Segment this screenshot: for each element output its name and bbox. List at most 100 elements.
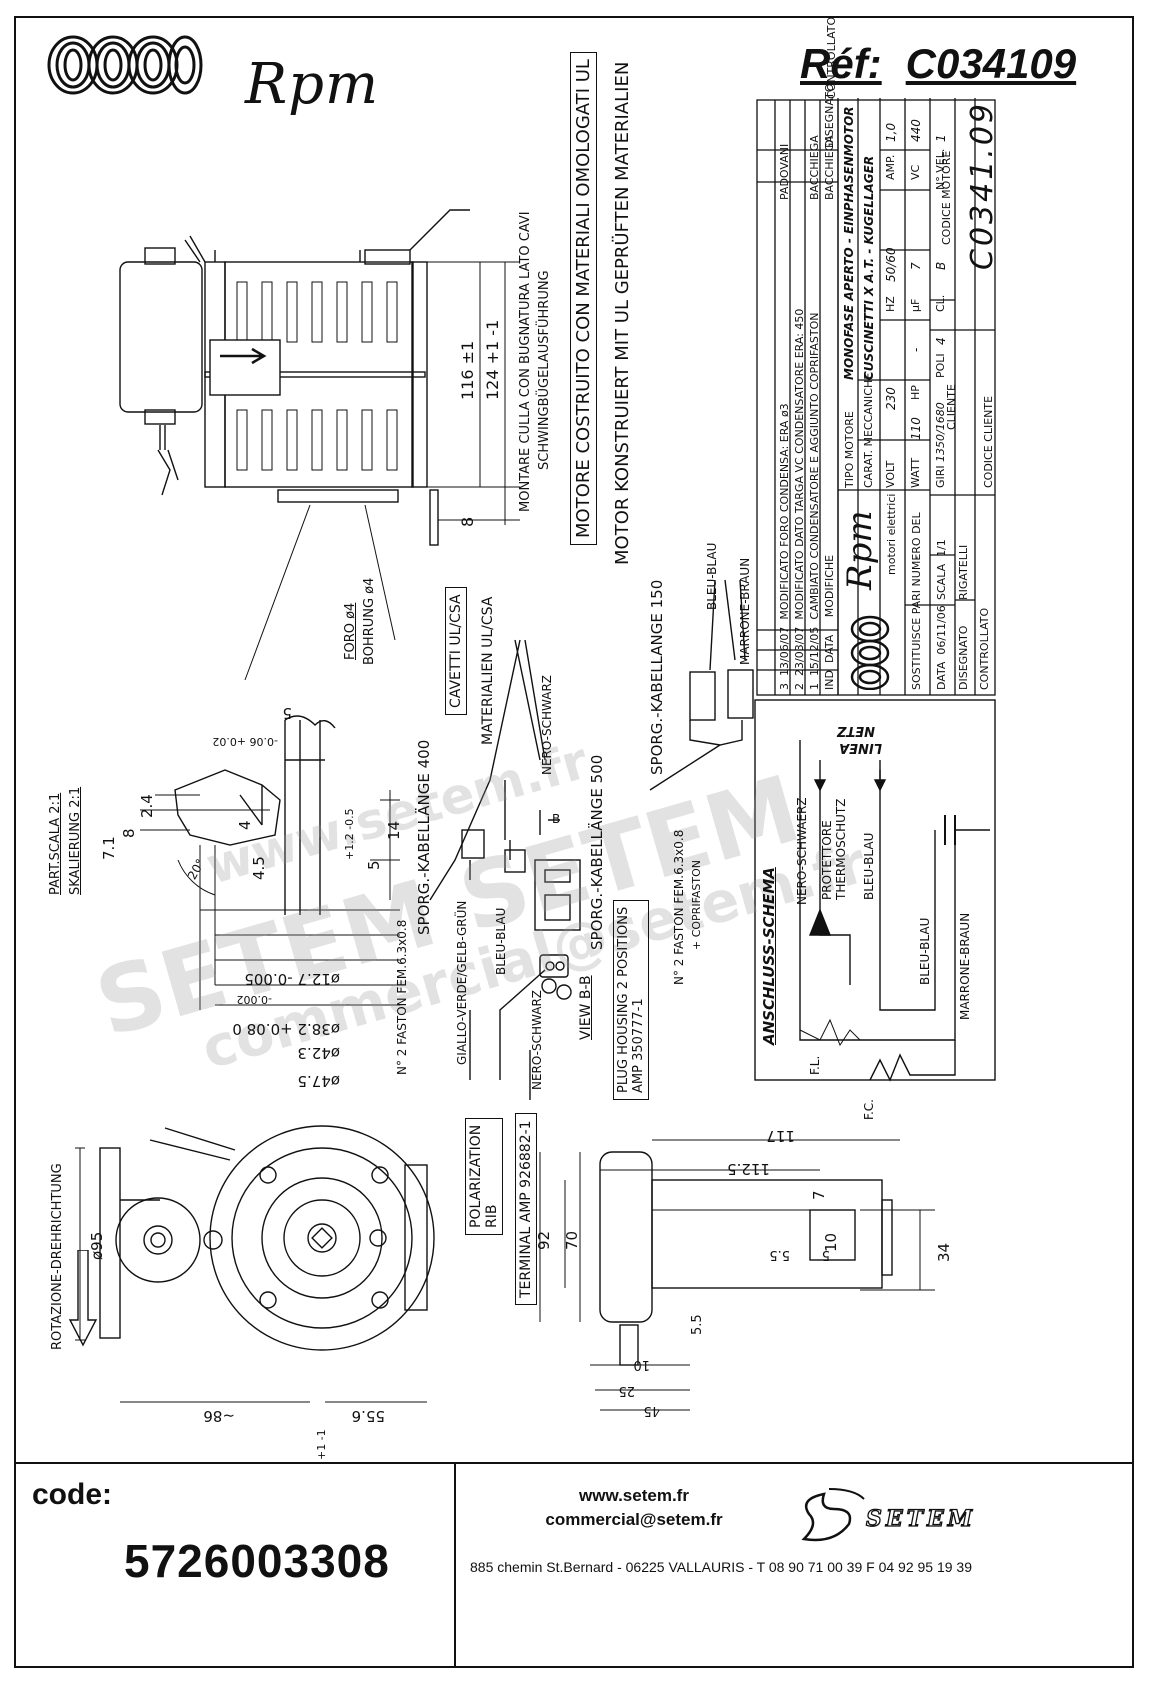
setem-wordmark: SETEM — [865, 1505, 977, 1532]
dim-5-detail: 5 — [365, 860, 383, 870]
dim-112-5: 112.5 — [727, 1160, 770, 1178]
tipo-value: MONOFASE APERTO - EINPHASENMOTOR — [842, 106, 856, 380]
watt-value: 110 — [909, 417, 923, 440]
address: 885 chemin St.Bernard - 06225 VALLAURIS … — [470, 1559, 972, 1575]
dim-92: 92 — [535, 1230, 553, 1250]
dim-38-2: ø38.2 +0.08 0 — [232, 1020, 340, 1038]
linea-label: LINEA — [839, 740, 882, 755]
fc-label: F.C. — [862, 1099, 876, 1120]
rev-head-con: CONTROLLATO — [825, 16, 838, 99]
motor-front-view — [75, 1125, 435, 1403]
dim-7: 7 — [810, 1190, 828, 1200]
bleu-label-2: BLEU-BLAU — [705, 542, 719, 610]
watt-label: WATT — [909, 457, 922, 488]
scale-note-de: SKALIERUNG 2:1 — [68, 786, 83, 895]
uf-label: µF — [909, 298, 922, 312]
schema-bleu-2: BLEU-BLAU — [918, 917, 932, 985]
netz-label: NETZ — [836, 723, 875, 738]
cl-label: CL. — [934, 294, 947, 312]
rev-head: IND DATA MODIFICHE — [823, 554, 836, 690]
codice-motore-value: C0341.09 — [965, 100, 1000, 270]
reference-number: Réf:C034109 — [800, 40, 1076, 88]
tipo-label: TIPO MOTORE — [843, 411, 856, 488]
title-block-brand: Rpm — [840, 510, 880, 590]
rev-1: 1 15/12/05 CAMBIATO CONDENSATORE E AGGIU… — [808, 312, 821, 691]
hp-value: - — [909, 347, 923, 352]
controllato-label: CONTROLLATO — [978, 607, 991, 690]
dim-55-6: 55.6 — [351, 1407, 385, 1425]
company-sub: motori elettrici — [885, 493, 898, 575]
view-bb: VIEW B-B — [578, 975, 594, 1040]
code-box: code: 5726003308 — [14, 1464, 456, 1667]
dim-5-tolerance: +1.2 -0.5 — [343, 808, 356, 860]
rigatelli-label: RIGATELLI — [957, 544, 970, 600]
dim-4-5: 4.5 — [250, 856, 268, 880]
hole-note-it: FORO ø4 — [343, 602, 358, 660]
nero-label: NERO-SCHWARZ — [540, 674, 554, 775]
cliente-label: CLIENTE — [945, 384, 958, 430]
vc-value: 440 — [909, 119, 923, 142]
rev-2: 2 23/03/07 MODIFICATO DATO TARGA VC COND… — [793, 308, 806, 690]
dim-7-1: 7.1 — [100, 836, 118, 860]
drawing-frame — [14, 16, 1134, 1668]
uf-value: 7 — [909, 262, 923, 270]
motor-shaft-view — [539, 1139, 935, 1411]
setem-swirl-icon — [801, 1488, 865, 1542]
dim-14: 14 — [385, 820, 403, 840]
dim-45: 45 — [643, 1403, 660, 1418]
cable-length-400: SPORG.-KABELLÄNGE 400 — [415, 739, 433, 935]
data-label: DATA 06/11/06 — [935, 605, 948, 690]
rpm-logo: Rpm — [45, 30, 378, 117]
dim-8-top: 8 — [458, 516, 477, 527]
disegnato-label: DISEGNATO — [957, 625, 970, 690]
dim-47-5: ø47.5 — [297, 1072, 340, 1090]
setem-logo — [794, 1484, 1054, 1554]
cl-value: B — [934, 261, 948, 270]
volt-label: VOLT — [884, 460, 897, 488]
nero-label-2: NERO-SCHWARZ — [530, 989, 544, 1090]
vc-label: VC — [909, 164, 922, 180]
dim-25: 25 — [618, 1383, 635, 1398]
dim-116: 116 ±1 — [458, 340, 477, 400]
dim-55-tol: +1 -1 — [315, 1429, 328, 1460]
rev-2-by: BACCHIEGA — [808, 135, 821, 200]
website-link[interactable]: www.setem.fr — [579, 1486, 689, 1505]
dim-34: 34 — [935, 1242, 953, 1262]
schema-marrone: MARRONE-BRAUN — [958, 912, 972, 1020]
amp-label: AMP. — [884, 154, 897, 180]
giallo-label: GIALLO-VERDE/GELB-GRÜN — [455, 900, 469, 1065]
cable-length-150: SPORG.-KABELLANGE 150 — [648, 579, 666, 775]
poli-label: POLI — [934, 353, 947, 378]
hz-value: 50/60 — [884, 247, 898, 282]
dim-12-7: ø12.7 -0.005 — [244, 970, 340, 988]
schema-bleu-1: BLEU-BLAU — [862, 832, 876, 900]
brand-name: Rpm — [245, 52, 380, 117]
dim-tolerance-002: -0.002 — [236, 993, 272, 1006]
section-b: B — [552, 812, 561, 826]
codice-cliente-label: CODICE CLIENTE — [982, 395, 995, 488]
dim-8-detail: 8 — [120, 828, 138, 838]
email-link[interactable]: commercial@setem.fr — [545, 1510, 723, 1529]
code-label: code: — [32, 1478, 113, 1511]
volt-value: 230 — [884, 387, 898, 410]
schema-nero: NERO-SCHWAERZ — [795, 797, 809, 905]
dim-4: 4 — [236, 820, 254, 830]
dim-5-5-b: 5.5 — [690, 1314, 705, 1335]
rotation-arrow-icon — [68, 1250, 98, 1347]
terminal-box: TERMINAL AMP 926882-1 — [515, 1113, 537, 1305]
marrone-label: MARRONE-BRAUN — [738, 557, 752, 665]
bleu-label-1: BLEU-BLAU — [494, 907, 508, 975]
cable-length-500: SPORG.-KABELLÄNGE 500 — [588, 754, 606, 950]
amp-value: 1,0 — [884, 122, 898, 142]
ref-label: Réf: — [800, 40, 882, 87]
dim-2-4: 2.4 — [138, 794, 156, 818]
ul-note-it: MOTORE COSTRUITO CON MATERIALI OMOLOGATI… — [570, 52, 597, 545]
dim-10-b: 10 — [633, 1357, 650, 1372]
sostituisce-label: SOSTITUISCE PARI NUMERO DEL — [910, 512, 923, 690]
dim-5-top: 5 — [282, 704, 292, 722]
scale-note-it: PART.SCALA 2:1 — [48, 792, 63, 895]
ul-cables-box: CAVETTI UL/CSA — [445, 587, 467, 715]
